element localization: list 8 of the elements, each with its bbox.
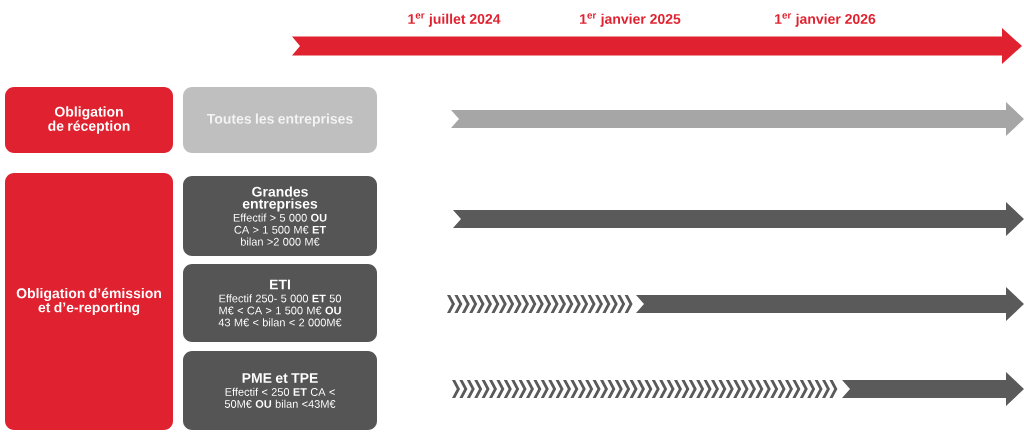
date-label: 1$^{er}$ janvier 2026 <box>775 13 876 27</box>
category-box: Obligation de réception <box>5 87 173 153</box>
group-box: PME et TPE Effectif < 250 ET CA < 50M€ OU bilan <43M€ <box>183 351 377 430</box>
group-box: Grandes entreprises Effectif > 5 000 OU CA > 1 500 M€ ET bilan >2 000 M€ <box>183 176 377 256</box>
category-box: Obligation d’émission et d’e-reporting <box>5 173 173 430</box>
date-label: 1$^{er}$ juillet 2024 <box>408 13 501 27</box>
group-box: ETI Effectif 250- 5 000 ET 50 M€ < CA > 1 500 M€ OU 43 M€ < bilan < 2 000M€ <box>183 264 377 342</box>
date-label: 1$^{er}$ janvier 2025 <box>580 13 681 27</box>
